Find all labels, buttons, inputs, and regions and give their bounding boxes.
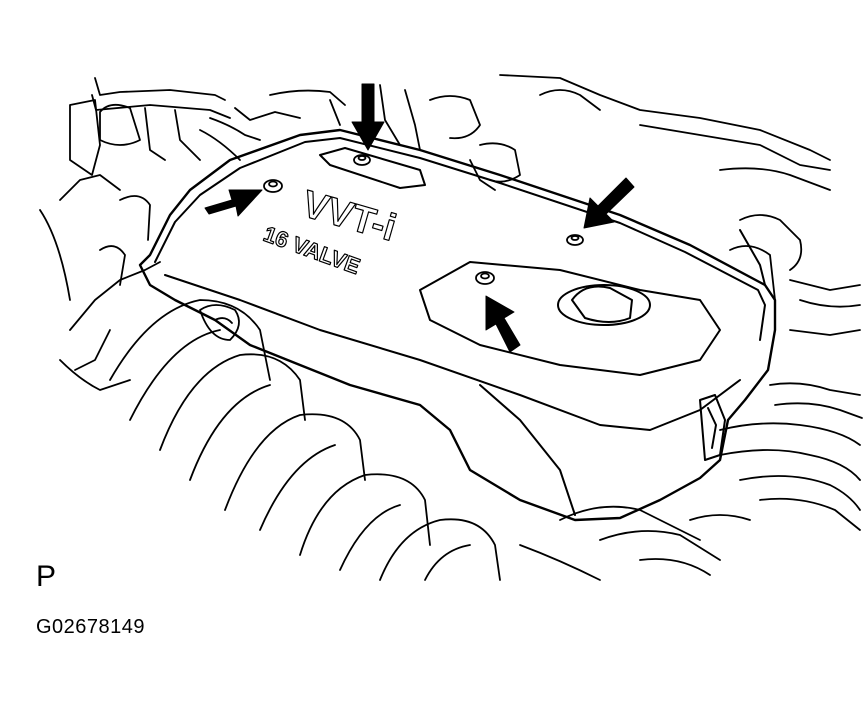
arrow-right-nut — [583, 177, 635, 229]
engine-cover — [138, 128, 777, 522]
nut-center — [475, 271, 495, 285]
cover-nuts — [263, 154, 584, 285]
nut-right — [566, 234, 584, 246]
arrow-left-nut — [204, 189, 263, 217]
nut-top — [353, 154, 371, 166]
cover-emblem: VVT-i 16 VALVE — [260, 183, 401, 280]
view-label: P — [36, 560, 57, 593]
figure-id: G02678149 — [36, 616, 146, 638]
arrow-center-nut — [485, 295, 521, 353]
nut-left — [263, 179, 283, 193]
arrow-top-center — [351, 83, 385, 151]
oil-filler-cap — [557, 284, 651, 326]
indicator-arrows — [204, 83, 635, 353]
engine-bay-background — [39, 74, 863, 581]
